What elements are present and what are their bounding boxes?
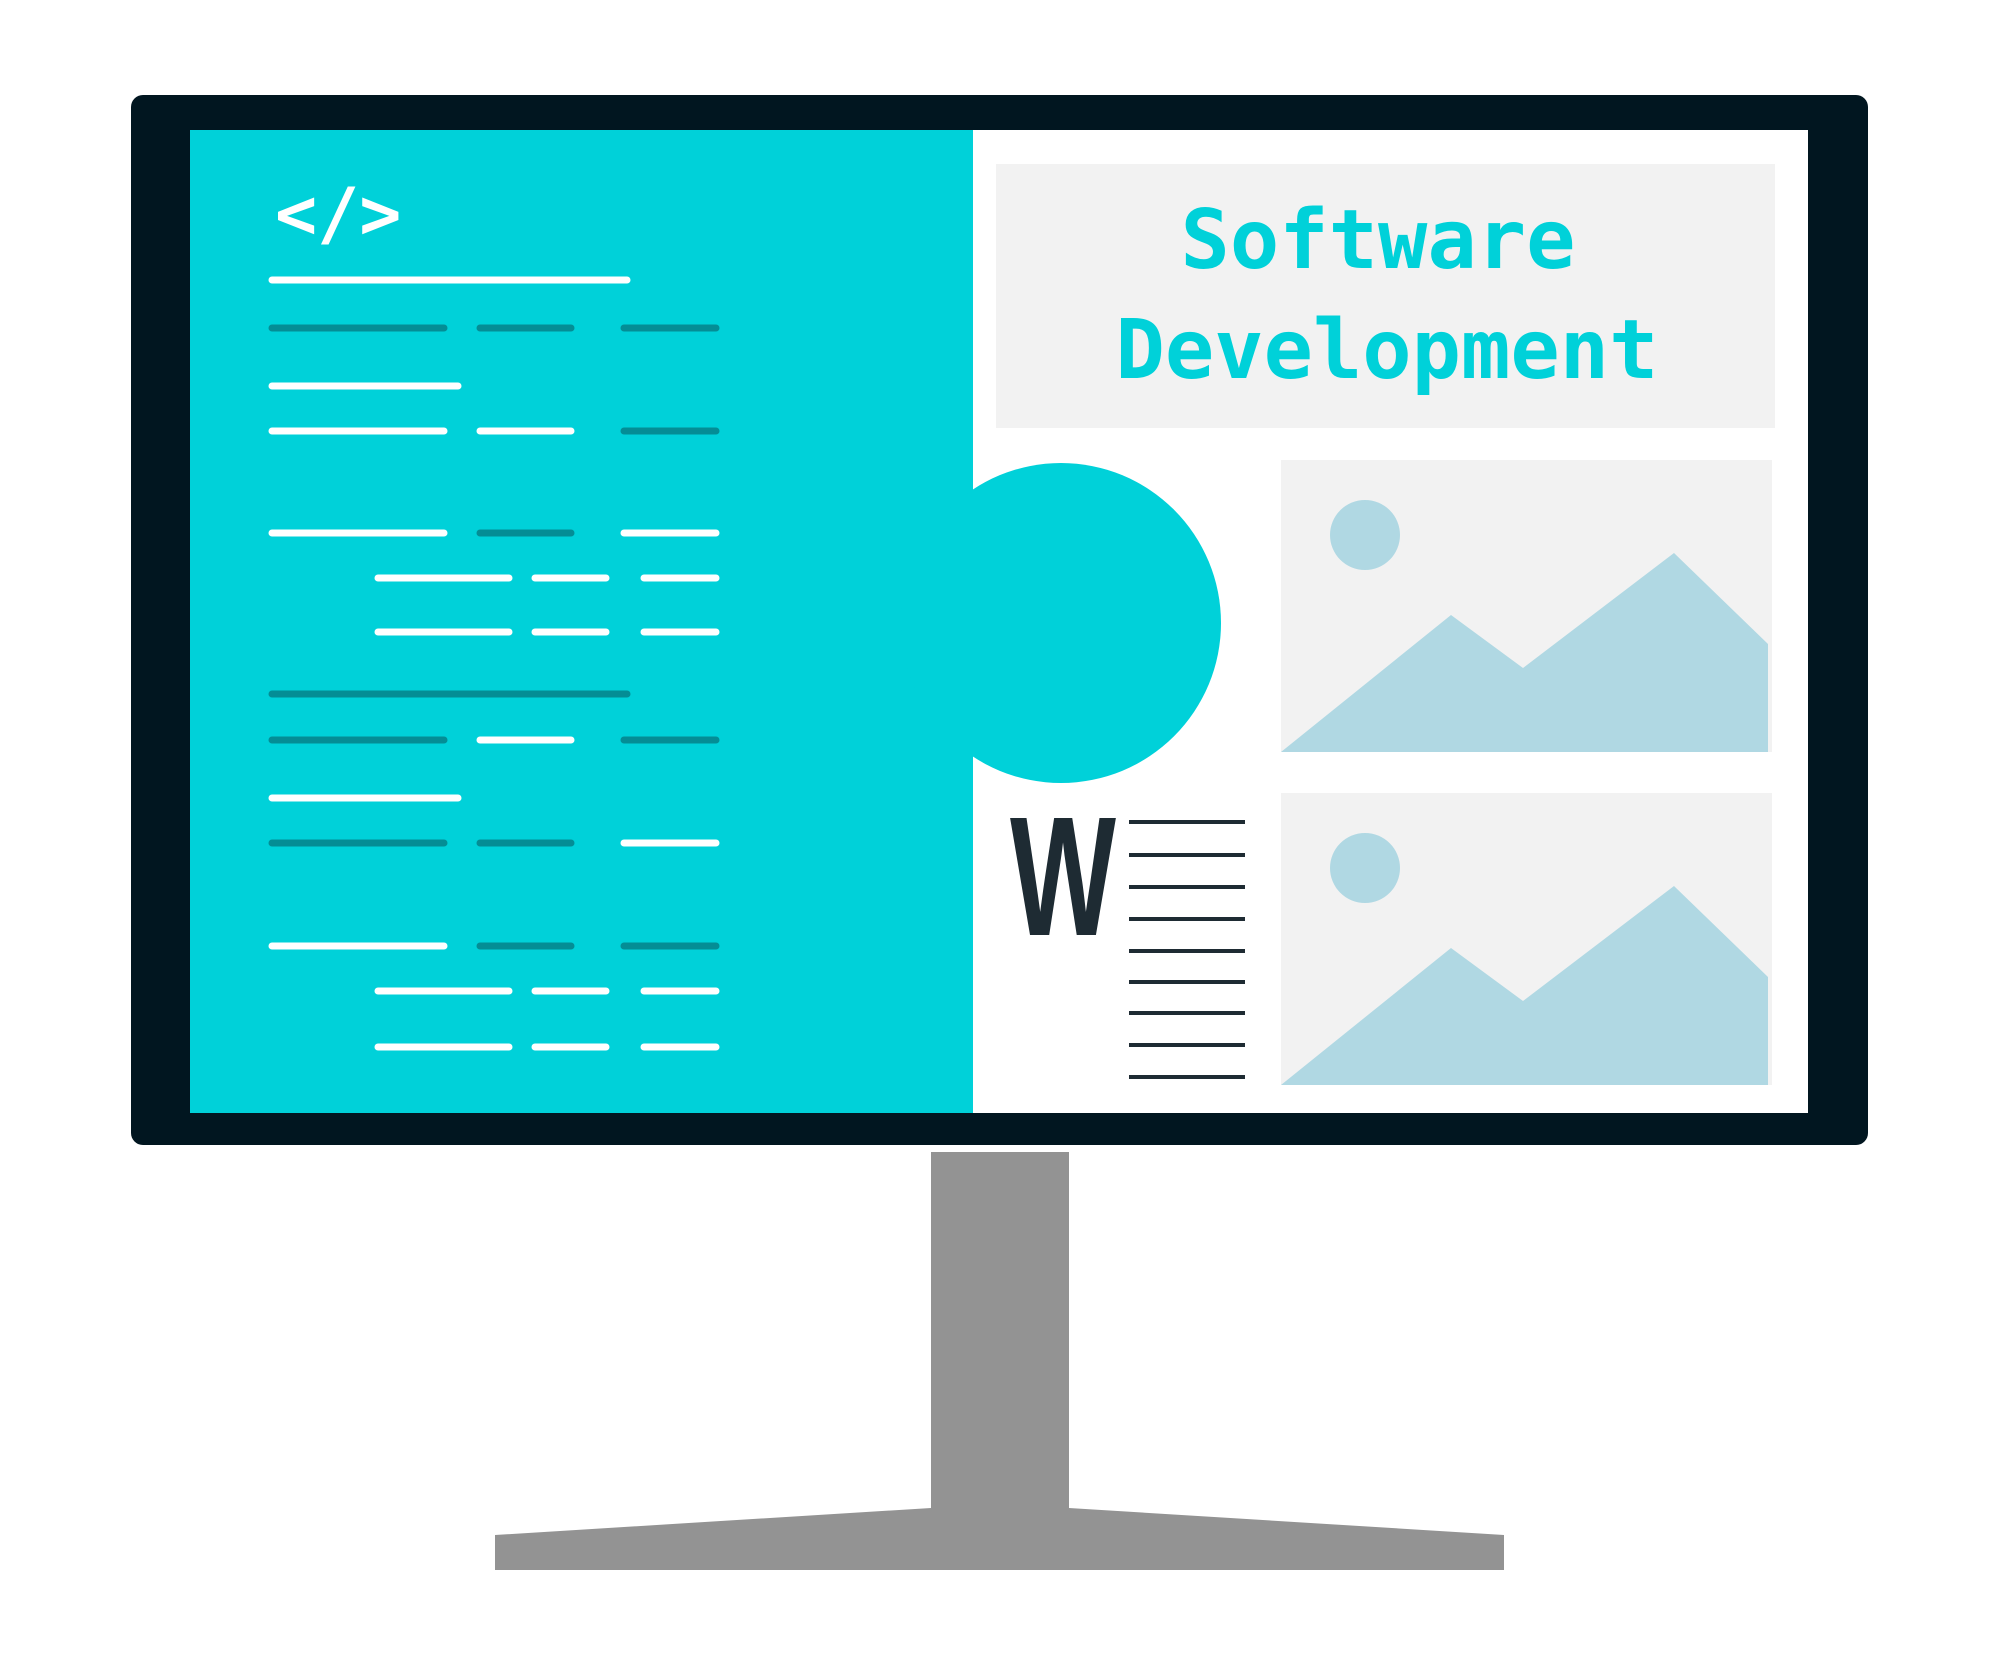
mountain-icon — [1281, 886, 1768, 1085]
stand-base — [495, 1508, 1504, 1570]
code-icon: </> — [275, 173, 401, 255]
sun-icon — [1330, 500, 1400, 570]
code-lines — [268, 276, 720, 1051]
code-panel: </> — [190, 130, 973, 1113]
monitor-screen: </> — [190, 130, 1808, 1113]
mountain-icon — [1281, 553, 1768, 752]
title-card: Software Development — [996, 164, 1775, 428]
image-placeholder-icon — [1281, 793, 1772, 1085]
document-lines — [1129, 820, 1245, 1079]
image-placeholder-icon — [1281, 460, 1772, 752]
word-letter: W — [1010, 782, 1116, 972]
sun-icon — [1330, 833, 1400, 903]
title-card-background — [996, 164, 1775, 428]
title-line-2: Development — [1115, 303, 1658, 398]
word-document-icon: W — [1010, 782, 1245, 1079]
title-line-1: Software — [1181, 193, 1576, 288]
stand-neck — [931, 1152, 1069, 1510]
monitor-stand — [495, 1152, 1504, 1570]
puzzle-piece-icon — [901, 463, 1221, 783]
